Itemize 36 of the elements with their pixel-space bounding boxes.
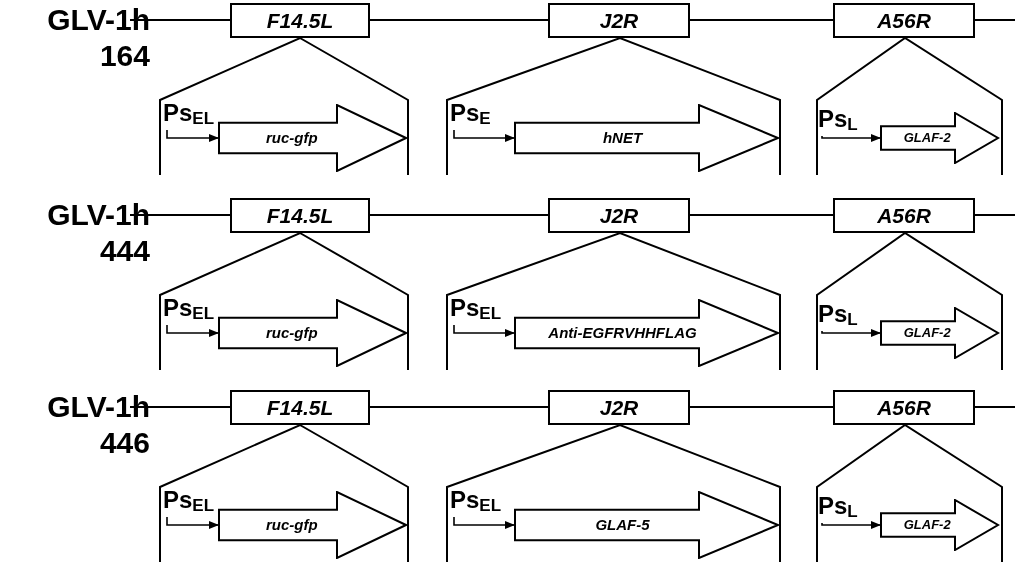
arrow [166,324,219,337]
gene-arrow: ruc-gfp [218,104,408,172]
construct-name: GLV-1h 446 [46,389,150,461]
arrow [166,516,219,529]
arrow [821,329,881,337]
locus-box: J2R [548,3,690,38]
construct-name: GLV-1h 164 [46,2,150,74]
gene-arrow: GLAF-5 [514,491,780,559]
gene-arrow: ruc-gfp [218,491,408,559]
locus-box: A56R [833,390,975,425]
locus-box: A56R [833,198,975,233]
gene-arrow: ruc-gfp [218,299,408,367]
arrow [166,129,219,142]
locus-box: J2R [548,390,690,425]
gene-arrow: Anti-EGFRVHHFLAG [514,299,780,367]
arrow [821,521,881,529]
gene-arrow: GLAF-2 [880,307,1000,359]
locus-box: A56R [833,3,975,38]
arrow [453,129,515,142]
promoter-label: Ps$_{L}$ [818,491,880,523]
promoter-label: Ps$_{L}$ [818,299,880,331]
arrow [453,324,515,337]
locus-box: F14.5L [230,198,370,233]
construct-name: GLV-1h 444 [46,197,150,269]
promoter-label: Ps$_{EL}$ [450,293,512,325]
gene-arrow: hNET [514,104,780,172]
arrow [453,516,515,529]
promoter-label: Ps$_{E}$ [450,98,512,130]
locus-box: F14.5L [230,3,370,38]
gene-arrow: GLAF-2 [880,112,1000,164]
promoter-label: Ps$_{L}$ [818,104,880,136]
locus-box: J2R [548,198,690,233]
locus-box: F14.5L [230,390,370,425]
promoter-label: Ps$_{EL}$ [450,485,512,517]
gene-arrow: GLAF-2 [880,499,1000,551]
arrow [821,134,881,142]
